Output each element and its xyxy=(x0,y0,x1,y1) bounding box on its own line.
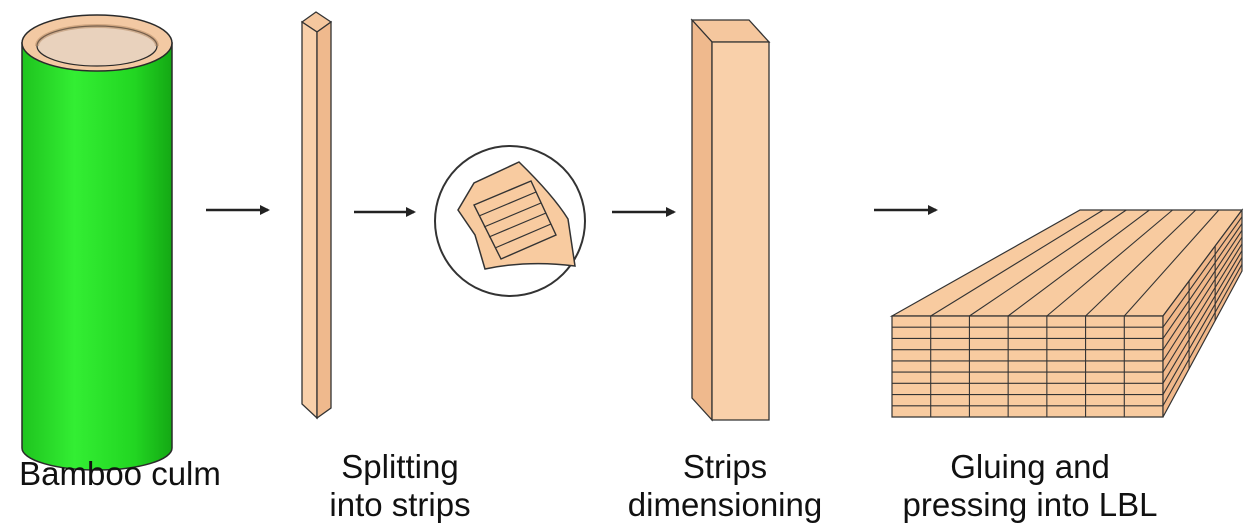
strip-seam-line xyxy=(969,209,1127,317)
label-line: Bamboo culm xyxy=(19,455,221,492)
label-line: Splitting xyxy=(341,448,459,485)
layer-line xyxy=(1162,250,1243,384)
bamboo-culm-illustration xyxy=(21,14,173,471)
step-label-splitting: Splitting into strips xyxy=(300,448,500,524)
rectangular-strip-section xyxy=(473,180,557,260)
step-label-dimensioning: Strips dimensioning xyxy=(600,448,850,524)
lbl-board-illustration xyxy=(889,208,1244,418)
culm-body xyxy=(21,42,173,471)
label-line: dimensioning xyxy=(627,486,823,523)
layer-line xyxy=(1162,263,1243,407)
thin-strip-illustration xyxy=(300,11,333,420)
label-line: pressing into LBL xyxy=(902,486,1158,523)
layer-line xyxy=(1162,216,1243,328)
layer-line xyxy=(1162,257,1243,395)
dimensioned-strip-illustration xyxy=(690,18,771,422)
label-line: Gluing and xyxy=(950,448,1110,485)
step-label-gluing: Gluing and pressing into LBL xyxy=(870,448,1190,524)
layer-line xyxy=(1162,236,1243,362)
strip-seam-line xyxy=(1046,209,1173,317)
strip-seam-line xyxy=(1007,209,1150,317)
label-line: into strips xyxy=(329,486,471,523)
step-label-bamboo-culm: Bamboo culm xyxy=(0,455,240,493)
strip-seam-line xyxy=(1085,209,1197,317)
layer-line xyxy=(1162,230,1243,350)
label-line: Strips xyxy=(682,448,768,485)
strip-seam-line xyxy=(1123,209,1220,317)
strip-seam-line xyxy=(930,209,1104,317)
board-front-face xyxy=(891,315,1164,418)
strip-cross-section-detail xyxy=(434,145,586,297)
layer-line xyxy=(1162,223,1243,339)
layer-line xyxy=(1162,243,1243,373)
